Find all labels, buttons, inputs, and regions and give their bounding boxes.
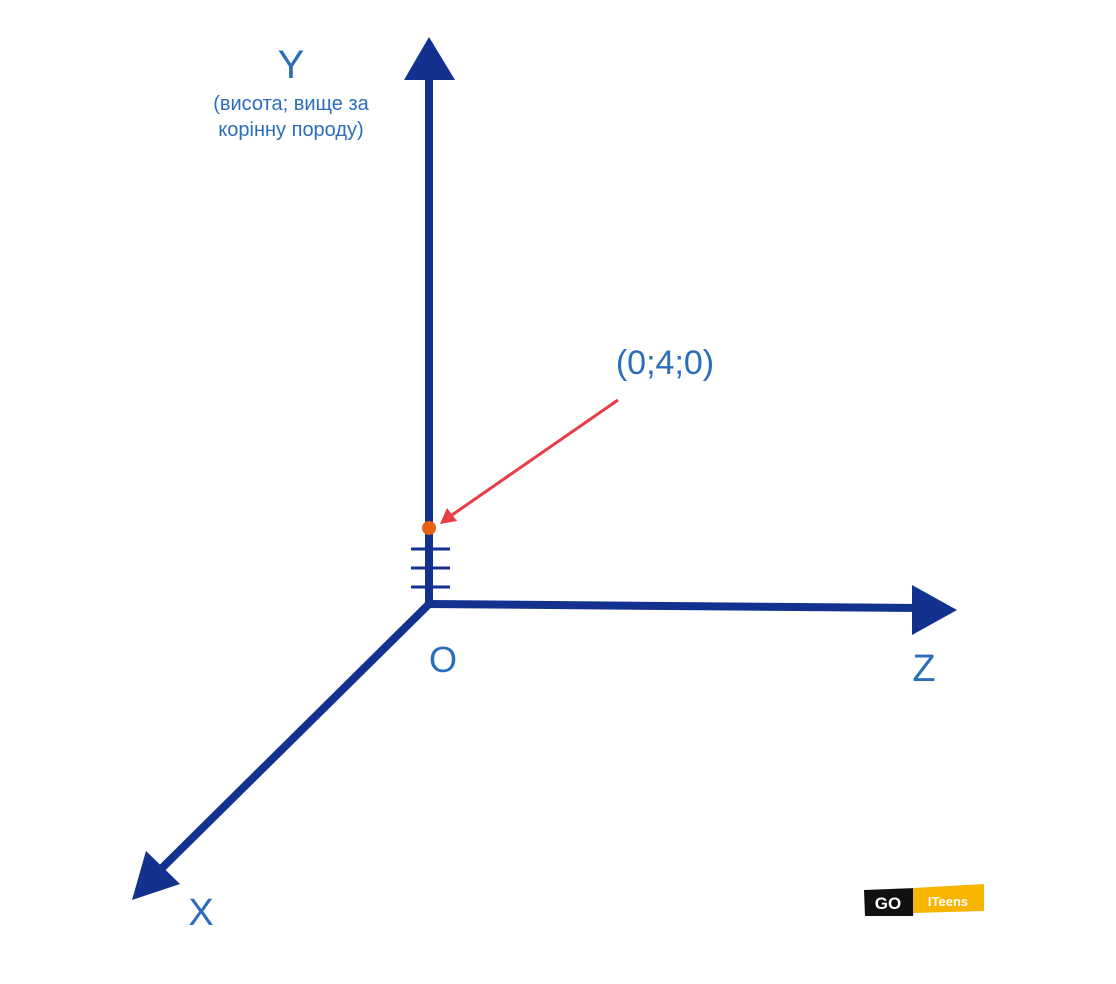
logo-go-text: GO xyxy=(875,894,901,913)
y-axis-label: Y xyxy=(278,43,305,87)
x-axis-line xyxy=(154,598,435,876)
y-axis-arrowhead xyxy=(404,37,455,80)
y-axis-note-line-1: (висота; вище за xyxy=(213,93,369,115)
logo-iteens-text: ITeens xyxy=(928,894,968,909)
z-axis-arrowhead xyxy=(912,585,957,635)
pointer-arrow-line xyxy=(451,398,619,517)
z-axis-label: Z xyxy=(912,648,935,690)
logo-accent-block xyxy=(913,884,984,913)
y-axis-note-line-2: корінну породу) xyxy=(218,119,363,141)
pointer-arrowhead xyxy=(440,508,457,524)
origin-label: O xyxy=(429,639,457,680)
x-axis-arrowhead xyxy=(132,851,180,900)
z-axis-line xyxy=(424,599,919,613)
point-label: (0;4;0) xyxy=(616,344,714,382)
logo-dark-block xyxy=(864,888,916,916)
point-marker xyxy=(422,521,436,535)
goiteens-logo: GO ITeens xyxy=(864,884,984,916)
x-axis-label: X xyxy=(188,892,213,934)
